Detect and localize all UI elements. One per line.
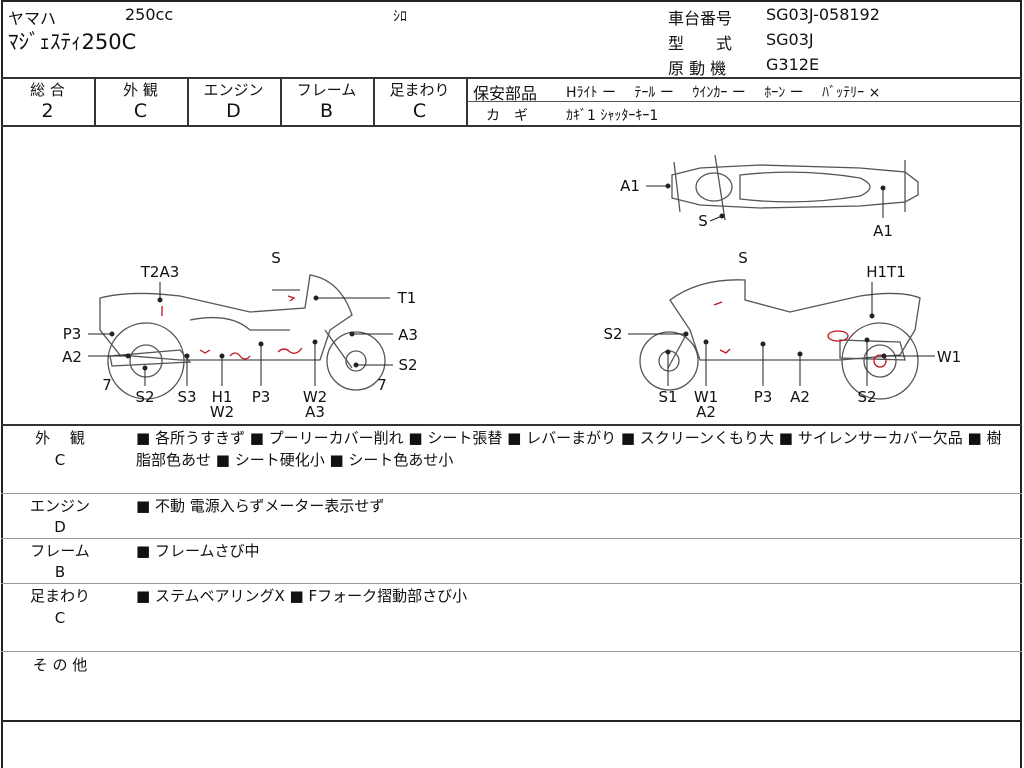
bottom-blank-area	[1, 722, 1022, 768]
label-left: P3	[63, 325, 82, 343]
safety-parts-label: 保安部品	[473, 84, 538, 103]
chassis-label: 車台番号	[668, 9, 733, 28]
label-top-a1b: A1	[873, 222, 893, 240]
grade-label-engine: エンジン	[203, 81, 264, 99]
label-leaders	[88, 183, 935, 386]
label-top-a1: A1	[620, 177, 640, 195]
grade-value-suspension: C	[412, 100, 427, 122]
divider	[1, 651, 1022, 652]
grade-value-engine: D	[226, 100, 241, 122]
displacement: 250cc	[125, 5, 174, 24]
label-right: S2	[857, 388, 876, 406]
label-right: S1	[658, 388, 677, 406]
divider	[280, 77, 282, 125]
label-right: A2	[696, 403, 716, 421]
divider	[187, 77, 189, 125]
label-top-s: S	[698, 212, 708, 230]
damage-marks	[161, 295, 887, 368]
label-right: P3	[754, 388, 773, 406]
label-left: W2	[303, 388, 327, 406]
grade-value-overall: 2	[41, 100, 54, 122]
engine-label: 原 動 機	[668, 59, 727, 78]
color: ｼﾛ	[393, 9, 407, 25]
safety-parts-items: Hﾗｲﾄ ー ﾃｰﾙ ー ｳｲﾝｶｰ ー ﾎｰﾝ ー ﾊﾞｯﾃﾘｰ ×	[566, 85, 881, 101]
note-text-frame: ■ フレームさび中	[136, 542, 260, 560]
divider	[467, 101, 1022, 102]
grade-value-frame: B	[319, 100, 334, 122]
grade-label-frame: フレーム	[296, 81, 357, 99]
label-left: 7	[102, 376, 112, 394]
key-label: カ ギ	[486, 108, 528, 124]
scooter-left-view	[99, 274, 386, 400]
scooter-right-view	[639, 279, 921, 400]
note-text-engine: ■ 不動 電源入らずメーター表示せず	[136, 497, 385, 515]
divider	[94, 77, 96, 125]
divider	[1, 125, 1022, 127]
inspection-sheet-frame	[1, 0, 1022, 722]
note-label-engine: エンジン	[29, 497, 90, 515]
note-label-exterior: 外 観	[35, 429, 85, 447]
label-left: A2	[62, 348, 82, 366]
divider	[373, 77, 375, 125]
divider	[1, 493, 1022, 494]
label-right: H1T1	[866, 263, 906, 281]
label-left: S2	[135, 388, 154, 406]
label-right: S	[738, 249, 748, 267]
grade-label-suspension: 足まわり	[389, 81, 450, 99]
label-left: S3	[177, 388, 196, 406]
note-grade-engine: D	[54, 518, 66, 536]
model-name: ﾏｼﾞｪｽﾃｨ250C	[8, 30, 137, 54]
note-label-suspension: 足まわり	[29, 587, 90, 605]
note-text-suspension: ■ ステムベアリングX ■ Fフォーク摺動部さび小	[136, 587, 468, 605]
label-left: A3	[398, 326, 418, 344]
label-left: H1	[212, 388, 233, 406]
key-value: ｶｷﾞ1 ｼｬｯﾀｰｷｰ1	[566, 108, 659, 124]
label-left: T1	[397, 289, 417, 307]
grade-value-exterior: C	[133, 100, 148, 122]
label-left: W2	[210, 403, 234, 421]
divider	[1, 424, 1022, 426]
note-label-frame: フレーム	[30, 542, 90, 560]
label-right: W1	[694, 388, 718, 406]
note-label-other: そ の 他	[32, 656, 88, 674]
note-grade-exterior: C	[54, 451, 66, 469]
label-right: W1	[937, 348, 961, 366]
scooter-top-view	[671, 154, 919, 221]
label-left: P3	[252, 388, 271, 406]
note-grade-frame: B	[54, 563, 66, 581]
divider	[1, 583, 1022, 584]
type-label: 型 式	[668, 34, 733, 53]
diagram-labels: A1 S A1 S T2A3 T1 P3 A3 A2 S2 7 7 S2 S3 …	[62, 177, 961, 421]
engine-code: G312E	[766, 55, 820, 74]
chassis-number: SG03J-058192	[766, 5, 880, 24]
label-left: 7	[377, 376, 387, 394]
damage-diagram: A1 S A1 S T2A3 T1 P3 A3 A2 S2 7 7 S2 S3 …	[62, 154, 961, 421]
divider	[1, 77, 1022, 79]
grade-label-exterior: 外 観	[123, 81, 158, 99]
divider	[1, 538, 1022, 539]
model-type: SG03J	[766, 30, 814, 49]
note-text-exterior: ■ 各所うすきず ■ プーリーカバー削れ ■ シート張替 ■ レバーまがり ■ …	[136, 429, 1002, 469]
grade-label-overall: 総 合	[30, 81, 65, 99]
label-left: T2A3	[140, 263, 180, 281]
label-right: A2	[790, 388, 810, 406]
label-left: S	[271, 249, 281, 267]
note-grade-suspension: C	[54, 609, 66, 627]
label-right: S2	[603, 325, 622, 343]
maker: ヤマハ	[8, 9, 57, 28]
label-left: A3	[305, 403, 325, 421]
label-left: S2	[398, 356, 417, 374]
